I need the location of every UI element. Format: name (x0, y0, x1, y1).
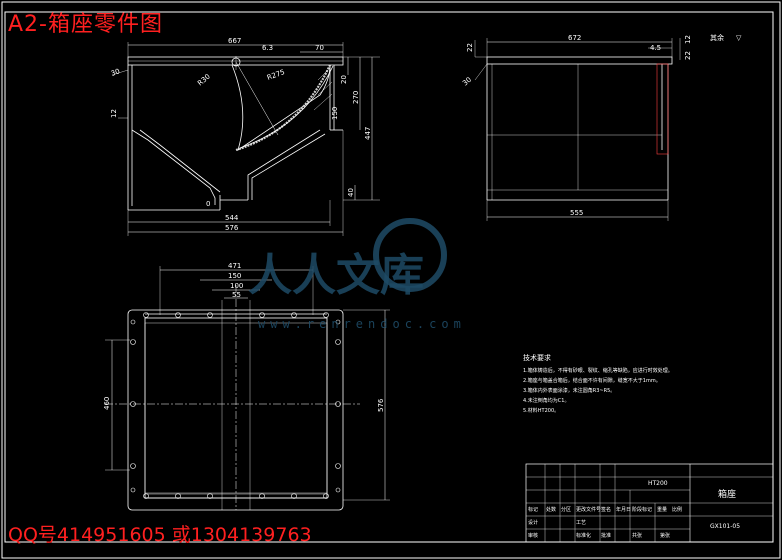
tb-label: 第张 (660, 532, 670, 539)
watermark-url: www.renrendoc.com (258, 317, 466, 331)
tb-label: 阶段标记 (632, 506, 652, 513)
tb-label: 重量 (657, 506, 667, 513)
dim-outer-width: 576 (225, 224, 239, 232)
top-view (105, 266, 390, 511)
top-dim-right-h: 576 (377, 398, 385, 412)
watermark-circle-icon (373, 218, 447, 292)
tb-label: 审核 (528, 532, 538, 539)
side-dim-d: 22 (684, 51, 692, 60)
drawing-title: A2-箱座零件图 (8, 12, 163, 37)
dim-angle-mark: 150 (331, 107, 339, 120)
tb-label: 比例 (672, 506, 682, 513)
dim-inner-width: 544 (225, 214, 239, 222)
tb-label: 批准 (601, 532, 611, 539)
tech-item: 4.未注倒角均为C1。 (523, 397, 569, 404)
dim-offset: 12 (110, 109, 118, 118)
title-block (525, 463, 774, 543)
title-block-text: HT200 箱座 GX101-05 标记 处数 分区 更改文件号 签名 年月日 … (528, 480, 740, 539)
tech-item: 1.箱体铸造后，不得有砂眼、裂纹、缩孔等缺陷，应进行时效处理。 (523, 367, 673, 374)
dim-top-width: 667 (228, 37, 241, 45)
side-view (474, 38, 681, 221)
contact-info: QQ号414951605 或1304139763 (8, 524, 312, 546)
side-dim-a: 22 (466, 43, 474, 52)
tech-title: 技术要求 (523, 353, 551, 362)
material-label: HT200 (648, 480, 668, 487)
part-name: 箱座 (718, 488, 736, 500)
dim-height-a: 20 (340, 75, 348, 84)
side-view-dims: 672 22 12 4.5 22 30 555 其余 ▽ (461, 33, 742, 217)
surface-note: 其余 (710, 33, 724, 42)
dim-bottom-mark: 0 (206, 200, 210, 208)
tech-requirements: 技术要求 1.箱体铸造后，不得有砂眼、裂纹、缩孔等缺陷，应进行时效处理。 2.箱… (523, 353, 673, 414)
tech-item: 3.箱体内外表面涂漆，未注圆角R3~R5。 (523, 387, 615, 394)
tb-label: 标记 (528, 506, 538, 513)
watermark-text: 人人文库 (248, 250, 424, 301)
dim-radius-large: R275 (266, 68, 286, 82)
tb-label: 年月日 (616, 506, 631, 513)
top-dim-w1: 471 (228, 262, 241, 270)
side-dim-top-width: 672 (568, 34, 581, 42)
top-dim-left-h: 460 (103, 397, 111, 410)
drawing-number: GX101-05 (710, 523, 740, 530)
tb-label: 工艺 (576, 520, 586, 526)
dim-right-flange: 70 (315, 44, 324, 52)
tb-label: 共张 (632, 532, 642, 539)
front-view (111, 42, 380, 236)
tb-label: 标准化 (576, 532, 591, 539)
tech-item: 2.箱座与箱盖合箱后，结合面不许有间隙，缝宽不大于1mm。 (523, 377, 661, 384)
side-dim-corner: 30 (461, 76, 473, 88)
tb-label: 更改文件号 (576, 506, 601, 513)
front-view-dims: 667 6.3 70 30 R30 R275 12 20 270 447 40 … (110, 37, 372, 232)
top-dim-w3: 100 (230, 282, 243, 290)
top-dim-w4: 55 (232, 291, 241, 299)
tb-label: 分区 (561, 506, 571, 513)
side-dim-bottom-width: 555 (570, 209, 583, 217)
tech-item: 5.材料HT200。 (523, 407, 559, 414)
tb-label: 设计 (528, 519, 538, 526)
roughness-mark: ▽ (736, 34, 742, 42)
dim-left-flange: 30 (110, 67, 121, 78)
tb-label: 签名 (601, 506, 611, 513)
top-dim-w2: 150 (228, 272, 241, 280)
side-dim-b: 12 (684, 35, 692, 44)
watermark: 人人文库 www.renrendoc.com (248, 218, 466, 331)
dim-radius-small: R30 (196, 73, 212, 88)
dim-total-height: 447 (364, 127, 372, 140)
dim-slot: 6.3 (262, 44, 273, 52)
tb-label: 处数 (546, 506, 556, 513)
top-view-dims: 471 150 100 55 460 576 (103, 262, 385, 412)
side-dim-c: 4.5 (650, 44, 661, 52)
dim-height-b: 270 (352, 91, 360, 104)
frame-border (4, 11, 774, 543)
dim-small-height: 40 (347, 188, 355, 197)
